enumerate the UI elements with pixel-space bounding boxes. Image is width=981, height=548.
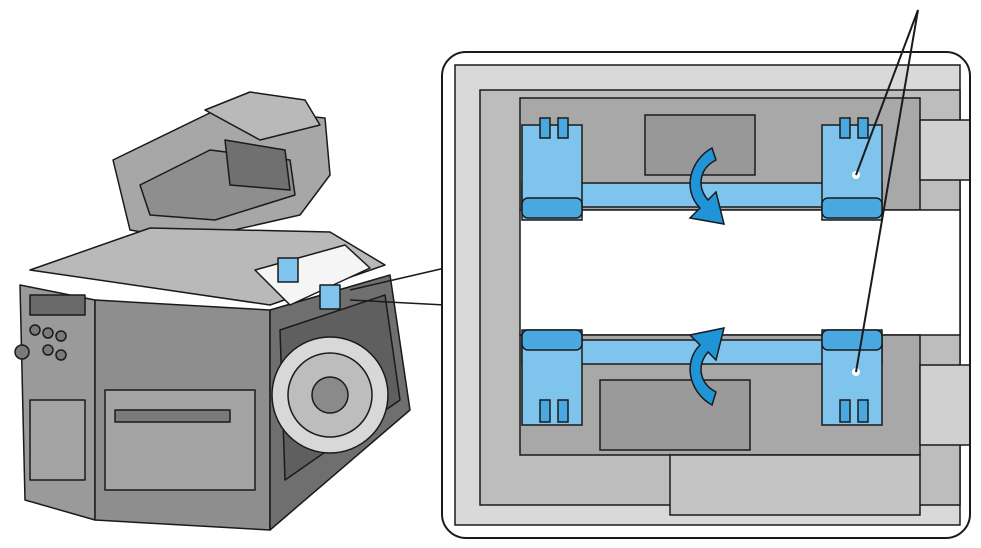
callout-zoom-panel xyxy=(441,51,971,539)
paper-guide-icon xyxy=(521,117,883,221)
rotate-arrow-icon xyxy=(688,146,726,225)
printer-icon xyxy=(14,91,446,531)
rotate-arrow-icon xyxy=(688,327,726,407)
leader-lines xyxy=(855,9,919,373)
